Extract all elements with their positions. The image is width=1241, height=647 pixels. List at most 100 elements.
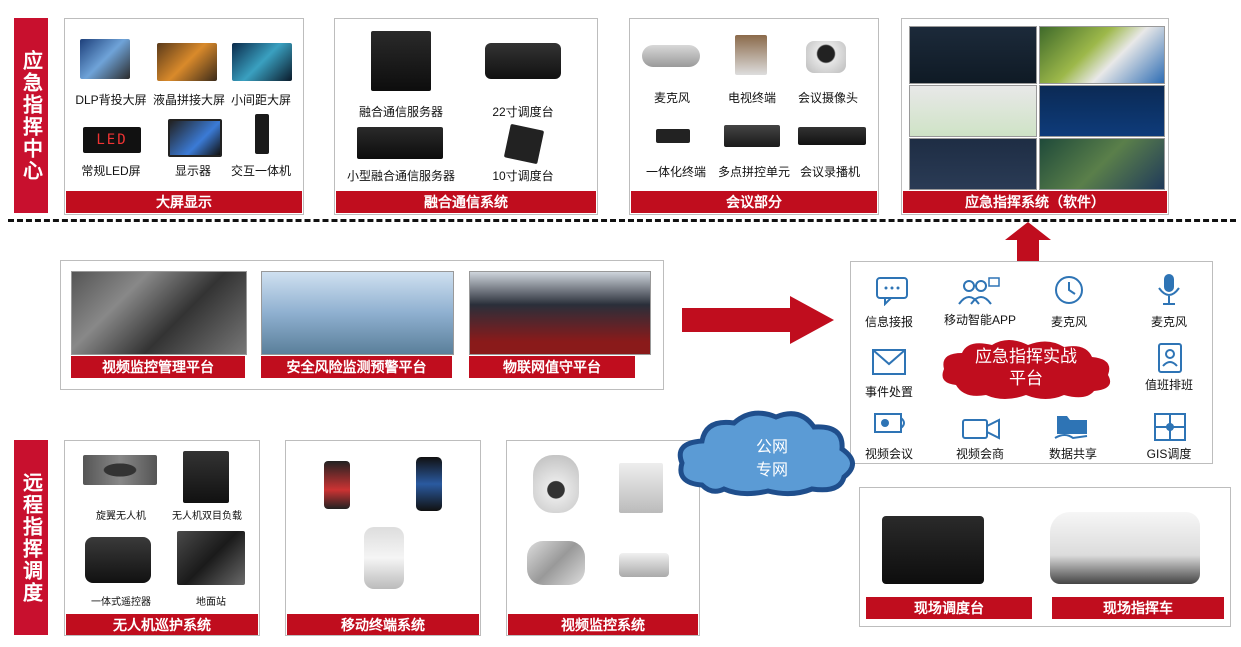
- field-console-image: [882, 516, 984, 584]
- uav-title: 无人机巡护系统: [66, 614, 258, 635]
- comm-item-label: 10寸调度台: [492, 169, 554, 183]
- big-screen-item-label: DLP背投大屏: [75, 93, 147, 107]
- platform-screenshot: [261, 271, 454, 355]
- small-server-image: [357, 127, 443, 159]
- clock-icon: [1055, 276, 1083, 304]
- cloud-label-private: 专网: [755, 462, 788, 479]
- meeting-item-label: 一体化终端: [645, 165, 707, 179]
- uav-item-label: 无人机双目负载: [172, 511, 242, 522]
- hub-item-label: 麦克风: [1150, 315, 1188, 329]
- meeting-item-label: 多点拼控单元: [717, 165, 791, 179]
- data-share-icon: [1054, 416, 1088, 440]
- gis-dispatch-icon: [1154, 413, 1186, 441]
- platform-title: 视频监控管理平台: [71, 356, 245, 378]
- rugged-phone-image: [324, 461, 350, 509]
- smartphone-image: [416, 457, 442, 511]
- field-item-title: 现场调度台: [866, 597, 1032, 619]
- thermal-camera-image: [619, 463, 663, 513]
- lcd-wall-image: [157, 43, 217, 81]
- software-title: 应急指挥系统（软件）: [903, 191, 1167, 213]
- console-22-image: [485, 43, 561, 79]
- hub-item-label: 值班排班: [1144, 378, 1194, 392]
- platform-screenshot: [71, 271, 247, 355]
- led-screen-image: LED: [83, 127, 141, 153]
- video-panel: [506, 440, 700, 636]
- hub-item-label: 事件处置: [864, 385, 914, 399]
- box-camera-image: [619, 553, 669, 577]
- platform-title: 安全风险监测预警平台: [261, 356, 452, 378]
- platform-screenshot: [469, 271, 651, 355]
- big-screen-title: 大屏显示: [66, 191, 302, 213]
- software-screenshot: [909, 26, 1037, 84]
- meeting-item-label: 会议摄像头: [797, 91, 859, 105]
- drone-image: [83, 455, 157, 485]
- comm-item-label: 小型融合通信服务器: [346, 169, 456, 183]
- software-screenshot: [1039, 26, 1165, 84]
- hub-item-label: 移动智能APP: [943, 313, 1017, 327]
- microphone-device-image: [642, 45, 700, 67]
- tv-terminal-image: [735, 35, 767, 75]
- fine-pitch-image: [232, 43, 292, 81]
- comm-item-label: 融合通信服务器: [358, 105, 444, 119]
- hub-item-label: 数据共享: [1048, 447, 1098, 461]
- big-screen-panel: DLP背投大屏 液晶拼接大屏 小间距大屏 LED 常规LED屏 显示器 交互一体…: [64, 18, 304, 215]
- big-screen-item-label: 液晶拼接大屏: [152, 93, 226, 107]
- up-arrow-icon: [1005, 222, 1051, 262]
- mobile-app-icon: [958, 277, 1000, 305]
- meeting-camera-image: [806, 41, 846, 73]
- big-screen-item-label: 显示器: [174, 164, 212, 178]
- hub-center-title: 应急指挥实战平台: [975, 347, 1077, 388]
- divider-line: [8, 219, 1236, 222]
- microphone-icon: [1158, 274, 1180, 305]
- mobile-panel: [285, 440, 481, 636]
- uav-item-label: 地面站: [196, 597, 226, 608]
- comm-panel: 融合通信服务器 22寸调度台 小型融合通信服务器 10寸调度台: [334, 18, 598, 215]
- software-panel: [901, 18, 1169, 215]
- duty-roster-icon: [1158, 343, 1182, 373]
- field-item-title: 现场指挥车: [1052, 597, 1224, 619]
- hub-item-label: 视频会商: [955, 447, 1005, 461]
- meeting-item-label: 电视终端: [727, 91, 777, 105]
- remote-controller-image: [85, 537, 151, 583]
- big-screen-item-label: 小间距大屏: [230, 93, 292, 107]
- cloud-label-public: 公网: [755, 439, 788, 456]
- platform-title: 物联网值守平台: [469, 356, 635, 378]
- software-screenshot: [909, 138, 1037, 190]
- hub-item-label: 麦克风: [1050, 315, 1088, 329]
- hub-item-label: GIS调度: [1146, 447, 1192, 461]
- meeting-panel: 麦克风 电视终端 会议摄像头 一体化终端 多点拼控单元 会议录播机: [629, 18, 879, 215]
- gimbal-image: [183, 451, 229, 503]
- ptz-camera-image: [364, 527, 404, 589]
- mcu-image: [724, 125, 780, 147]
- meeting-title: 会议部分: [631, 191, 877, 213]
- envelope-icon: [872, 349, 906, 375]
- network-cloud-icon: [677, 410, 855, 497]
- software-screenshot: [909, 85, 1037, 137]
- hub-panel: 信息接报 移动智能APP 麦克风 麦克风 事件处置 应急指挥实战平台 值班排班 …: [850, 261, 1213, 464]
- video-consult-icon: [962, 418, 1000, 440]
- software-screenshot: [1039, 85, 1165, 137]
- comm-title: 融合通信系统: [336, 191, 596, 213]
- dome-camera-image: [533, 455, 579, 513]
- big-screen-item-label: 常规LED屏: [81, 164, 141, 178]
- mobile-title: 移动终端系统: [287, 614, 479, 635]
- center-cloud-shape: [942, 340, 1111, 399]
- kiosk-image: [255, 114, 269, 154]
- video-title: 视频监控系统: [508, 614, 698, 635]
- big-screen-item-label: 交互一体机: [230, 164, 292, 178]
- info-report-icon: [876, 277, 908, 306]
- side-label-command-center: 应急指挥中心: [14, 18, 48, 213]
- video-conference-icon: [874, 413, 905, 433]
- hub-item-label: 信息接报: [864, 315, 914, 329]
- right-arrow-icon: [682, 296, 834, 344]
- command-vehicle-image: [1050, 512, 1200, 584]
- monitor-image: [168, 119, 222, 157]
- bullet-camera-image: [527, 541, 585, 585]
- software-screenshot: [1039, 138, 1165, 190]
- integrated-terminal-image: [656, 129, 690, 143]
- ground-station-image: [177, 531, 245, 585]
- comm-server-image: [371, 31, 431, 91]
- recorder-image: [798, 127, 866, 145]
- meeting-item-label: 会议录播机: [799, 165, 861, 179]
- hub-item-label: 视频会议: [864, 447, 914, 461]
